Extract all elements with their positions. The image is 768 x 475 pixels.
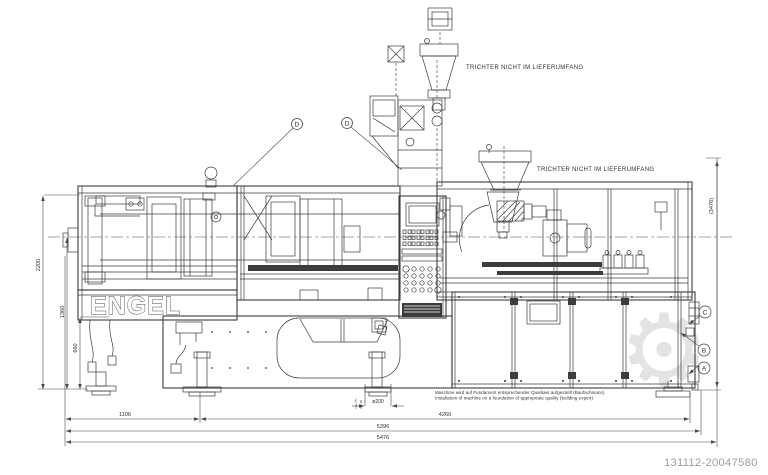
dim-foot-diameter: ø200: [372, 399, 384, 405]
callout-top-left: D: [295, 122, 300, 129]
base-rivets: [211, 331, 267, 369]
machine-base: [162, 291, 700, 391]
callout-a: A: [702, 366, 707, 373]
dim-height-center: 1360: [60, 306, 66, 318]
dim-frame-length: 5396: [377, 424, 389, 430]
clamp-unit-hoses-and-foot: [85, 319, 117, 396]
dim-height-overall: (3476): [709, 198, 715, 214]
brand-logo: ENGEL: [90, 292, 181, 320]
hopper-assembly-side: [478, 144, 532, 232]
text-annotations: TRICHTER NICHT IM LIEFERUMFANG TRICHTER …: [435, 65, 654, 401]
hopper-assembly-top: [387, 7, 459, 186]
foundation-note-de: Maschine wird auf Fundament entsprechend…: [435, 390, 605, 395]
material-loader-column: [369, 95, 443, 187]
valve-bank: [599, 250, 649, 275]
motor: [566, 223, 588, 253]
dim-foot-adjust-max: max 75: [354, 399, 358, 409]
dim-total-length: 5476: [377, 435, 389, 441]
control-screen: [405, 202, 440, 227]
dim-height-machine: 2200: [36, 259, 42, 271]
control-cabinet: [398, 195, 447, 319]
dim-height-low: 660: [73, 343, 79, 352]
callout-c: C: [703, 310, 708, 317]
foundation-note-en: Installation of machine on a foundation …: [435, 396, 594, 401]
cabinet-vent-grille: [402, 303, 442, 317]
oil-tank: [276, 317, 401, 379]
callout-markers: D D C B A: [232, 117, 712, 375]
hopper-note-top: TRICHTER NICHT IM LIEFERUMFANG: [466, 65, 583, 71]
dim-span-right: 4260: [439, 412, 451, 418]
dimension-annotations: 1106 4260 5396 5476 ø200 max 75 min 25 2…: [36, 157, 721, 447]
machine-feet: [182, 351, 691, 398]
brand-band: ENGEL: [77, 289, 238, 321]
carriage-section: [236, 185, 401, 301]
base-panels: [452, 292, 695, 388]
injection-unit: [436, 181, 693, 301]
callout-b: B: [702, 348, 706, 355]
dim-offset-left: 1106: [119, 412, 131, 418]
dim-foot-adjust-min: min 25: [359, 400, 363, 409]
hopper-note-side: TRICHTER NICHT IM LIEFERUMFANG: [537, 167, 654, 173]
panel-window: [526, 300, 561, 325]
watermark-id: 131112-20047580: [664, 457, 758, 469]
callout-top-right: D: [345, 121, 350, 128]
